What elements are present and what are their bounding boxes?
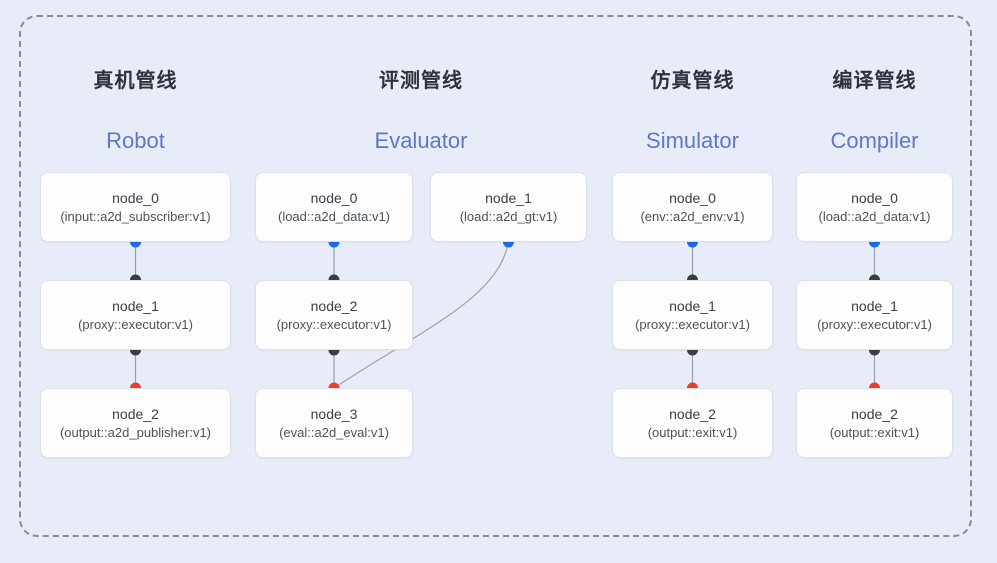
pipeline-header-evaluator: 评测管线 Evaluator	[255, 64, 587, 154]
node-type: (proxy::executor:v1)	[78, 317, 193, 332]
pipeline-header-simulator: 仿真管线 Simulator	[612, 64, 773, 154]
node-title: node_2	[112, 406, 159, 422]
pipeline-title-en: Compiler	[830, 128, 919, 153]
node-box-compiler-node0: node_0 (load::a2d_data:v1)	[796, 172, 953, 242]
pipeline-title-zh: 仿真管线	[650, 70, 735, 92]
node-title: node_1	[485, 190, 532, 206]
node-type: (output::exit:v1)	[647, 425, 738, 440]
pipeline-title-zh: 评测管线	[379, 70, 463, 92]
node-box-simulator-node0: node_0 (env::a2d_env:v1)	[612, 172, 773, 242]
node-title: node_0	[669, 190, 716, 206]
node-box-evaluator-node3: node_3 (eval::a2d_eval:v1)	[255, 388, 413, 458]
node-box-simulator-node2: node_2 (output::exit:v1)	[612, 388, 773, 458]
node-type: (env::a2d_env:v1)	[640, 209, 745, 224]
node-title: node_3	[310, 406, 358, 422]
node-type: (load::a2d_gt:v1)	[459, 209, 558, 224]
node-box-simulator-node1: node_1 (proxy::executor:v1)	[612, 280, 773, 350]
node-box-robot-node1: node_1 (proxy::executor:v1)	[40, 280, 231, 350]
node-box-evaluator-node2: node_2 (proxy::executor:v1)	[255, 280, 413, 350]
node-title: node_0	[851, 190, 898, 206]
node-type: (input::a2d_subscriber:v1)	[60, 209, 211, 224]
node-type: (output::a2d_publisher:v1)	[59, 425, 212, 440]
pipeline-title-en: Evaluator	[374, 128, 468, 153]
pipeline-header-compiler: 编译管线 Compiler	[796, 64, 953, 154]
node-box-evaluator-node0: node_0 (load::a2d_data:v1)	[255, 172, 413, 242]
pipeline-title-zh: 真机管线	[93, 70, 178, 92]
node-type: (proxy::executor:v1)	[817, 317, 932, 332]
node-type: (load::a2d_data:v1)	[277, 209, 391, 224]
node-title: node_1	[112, 298, 159, 314]
pipeline-title-en: Simulator	[646, 128, 739, 153]
node-type: (proxy::executor:v1)	[635, 317, 750, 332]
node-box-evaluator-node1: node_1 (load::a2d_gt:v1)	[430, 172, 587, 242]
node-box-compiler-node2: node_2 (output::exit:v1)	[796, 388, 953, 458]
pipeline-title-zh: 编译管线	[832, 70, 917, 92]
node-type: (output::exit:v1)	[829, 425, 920, 440]
pipeline-title-en: Robot	[106, 128, 165, 153]
pipeline-header-robot: 真机管线 Robot	[40, 64, 231, 154]
node-title: node_0	[310, 190, 358, 206]
node-box-robot-node2: node_2 (output::a2d_publisher:v1)	[40, 388, 231, 458]
node-title: node_2	[669, 406, 716, 422]
node-title: node_1	[669, 298, 716, 314]
node-title: node_2	[851, 406, 898, 422]
node-title: node_0	[112, 190, 159, 206]
node-box-compiler-node1: node_1 (proxy::executor:v1)	[796, 280, 953, 350]
node-type: (eval::a2d_eval:v1)	[279, 425, 389, 440]
dashed-frame	[19, 15, 972, 537]
node-title: node_1	[851, 298, 898, 314]
node-title: node_2	[310, 298, 358, 314]
node-box-robot-node0: node_0 (input::a2d_subscriber:v1)	[40, 172, 231, 242]
node-type: (proxy::executor:v1)	[276, 317, 392, 332]
node-type: (load::a2d_data:v1)	[818, 209, 931, 224]
